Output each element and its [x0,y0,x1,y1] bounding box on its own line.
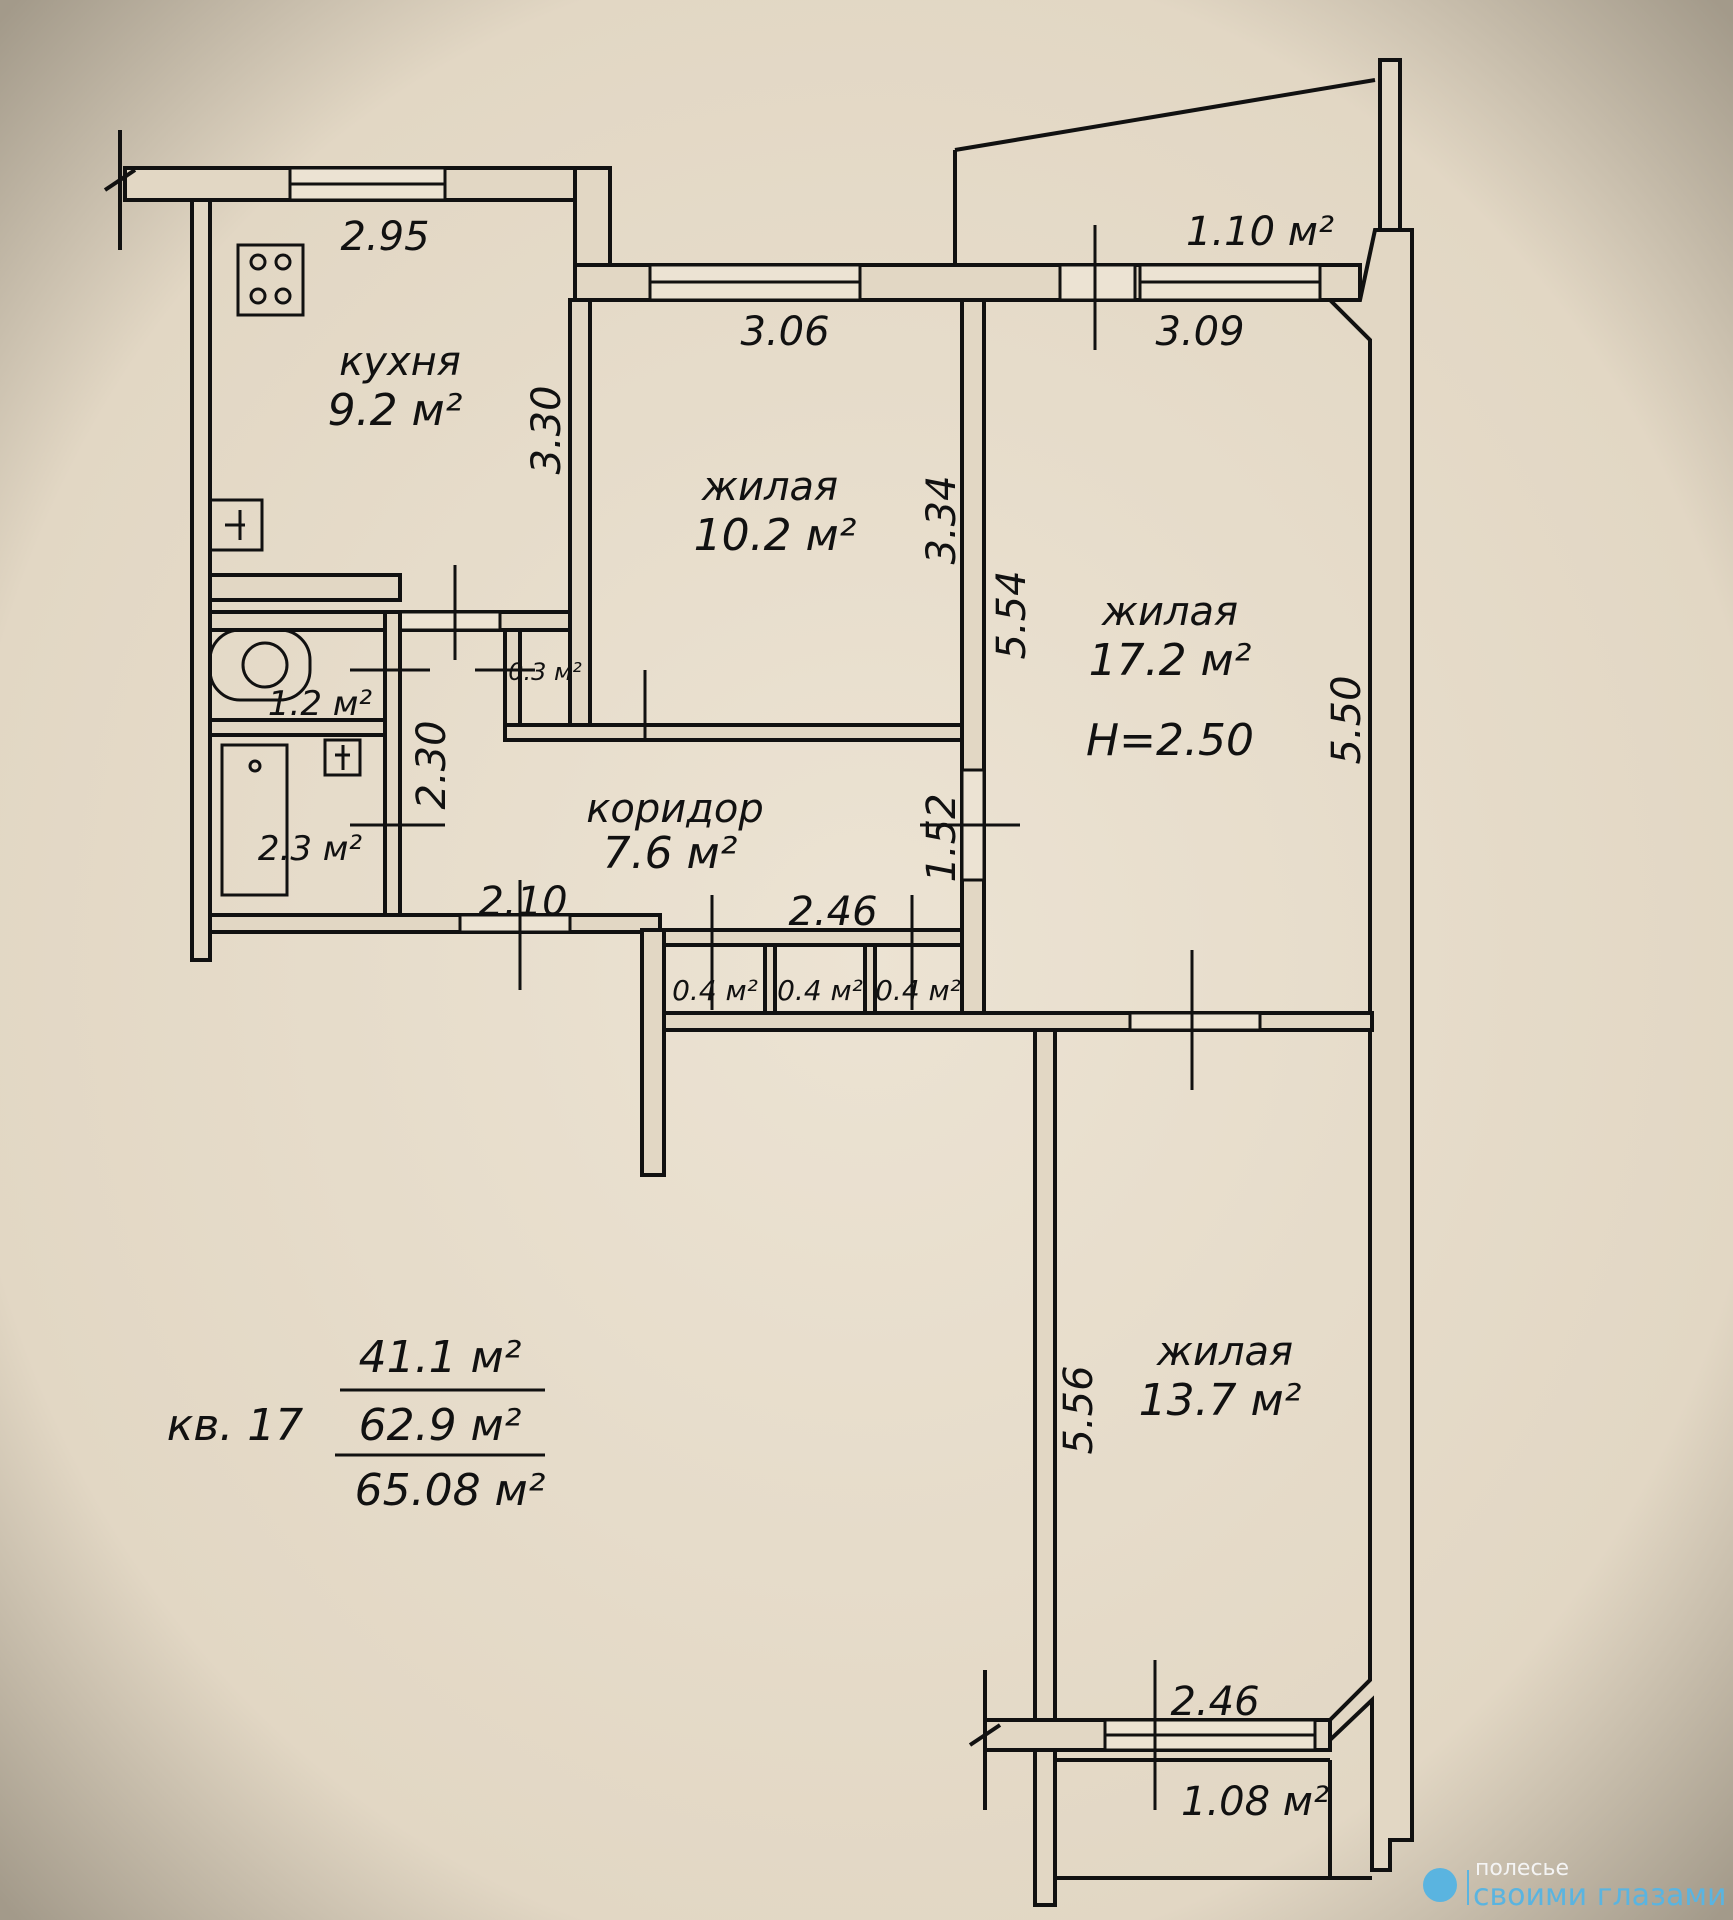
dim-room2-length: 5.50 [1324,675,1370,764]
wc-area: 1.2 м² [268,684,373,724]
room-3-area: 13.7 м² [1139,1375,1302,1426]
dim-closets-width: 2.46 [788,889,877,935]
room-2-name: жилая [1101,589,1238,635]
labels: 2.95 3.06 3.09 3.30 3.34 5.54 5.50 2.30 … [167,209,1370,1825]
closet-2-area: 0.4 м² [777,974,863,1007]
area-with-balconies: 65.08 м² [355,1465,546,1516]
watermark-line2: своими глазами [1473,1878,1726,1913]
dim-corridor-door: 1.52 [919,793,965,882]
room-2-area: 17.2 м² [1089,635,1252,686]
area-total: 62.9 м² [359,1400,522,1451]
dim-room3-length: 5.56 [1056,1365,1102,1454]
apartment-number: кв. 17 [167,1400,303,1451]
washbasin-icon [323,738,362,777]
bathtub-icon [220,743,289,897]
dim-room1-length: 3.34 [919,475,965,564]
dim-corridor-width: 2.10 [478,879,567,925]
walls [103,58,1414,1907]
room-kitchen-area: 9.2 м² [328,385,463,436]
watermark-logo-icon [1423,1868,1457,1902]
dimension-ticks [350,225,1194,1810]
room-kitchen-name: кухня [339,339,461,385]
dim-room1-width: 3.06 [740,309,829,355]
closet-1-area: 0.4 м² [672,974,758,1007]
closet-03-area: 0.3 м² [508,658,582,686]
fixtures [208,243,362,897]
watermark-line1: полесье [1475,1856,1569,1881]
corridor-name: коридор [586,786,764,832]
room-1-name: жилая [701,464,838,510]
dim-bath-length: 2.30 [409,720,455,809]
dim-kitchen-width: 2.95 [340,214,429,260]
sink-icon [210,498,264,552]
dim-kitchen-length: 3.30 [524,385,570,474]
stove-icon [236,243,305,317]
balcony-top-area: 1.10 м² [1186,209,1334,255]
closet-3-area: 0.4 м² [875,974,961,1007]
area-living: 41.1 м² [359,1332,522,1383]
dim-room2-width: 3.09 [1155,309,1244,355]
room-3-name: жилая [1156,1329,1293,1375]
bath-area: 2.3 м² [258,829,363,869]
ceiling-height: Н=2.50 [1086,715,1254,766]
toilet-icon [208,628,312,702]
corridor-area: 7.6 м² [603,828,738,879]
watermark: полесье своими глазами [1423,1856,1726,1913]
dim-room3-width: 2.46 [1170,1679,1259,1725]
room-1-area: 10.2 м² [694,510,857,561]
dim-room2-inner: 5.54 [989,570,1035,659]
balcony-bottom-area: 1.08 м² [1181,1779,1329,1825]
